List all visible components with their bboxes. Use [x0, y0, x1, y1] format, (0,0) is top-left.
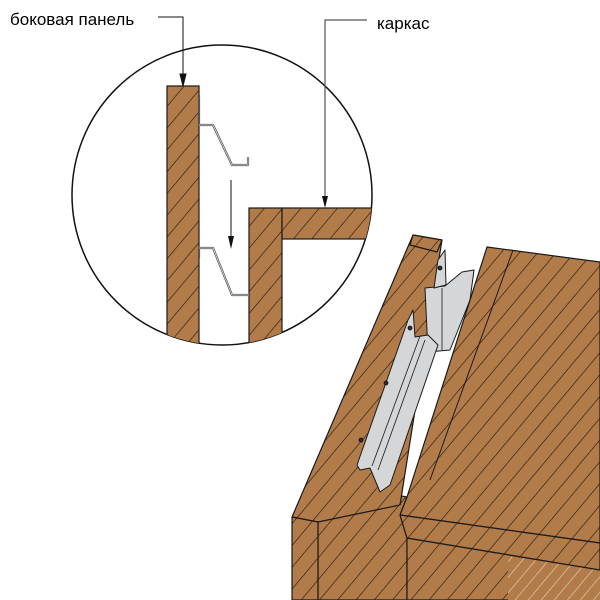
isometric-assembly [291, 234, 600, 600]
detail-callout [71, 44, 373, 346]
screw-hole [437, 265, 443, 271]
detail-circle [71, 44, 373, 346]
screw-hole [383, 380, 389, 386]
lower-light-area [508, 556, 600, 600]
screw-hole [358, 437, 364, 443]
frame-edge-line [429, 249, 514, 481]
frame-front-face [399, 514, 600, 571]
side-panel-front-edge [291, 516, 319, 600]
front-bracket-fold [377, 339, 426, 471]
front-bracket-fold [371, 335, 421, 467]
frame-leader [322, 19, 367, 208]
frame-beam-section [281, 207, 372, 240]
side-panel-leader [158, 16, 187, 87]
side-panel-label: боковая панель [10, 10, 134, 29]
frame-post-section [248, 207, 283, 345]
side-panel-top-edge [409, 234, 443, 253]
screw-hole [407, 325, 413, 331]
motion-arrowhead [228, 236, 234, 249]
side-panel-section [166, 85, 200, 345]
front-bracket [356, 309, 439, 493]
frame-label: каркас [377, 14, 430, 33]
